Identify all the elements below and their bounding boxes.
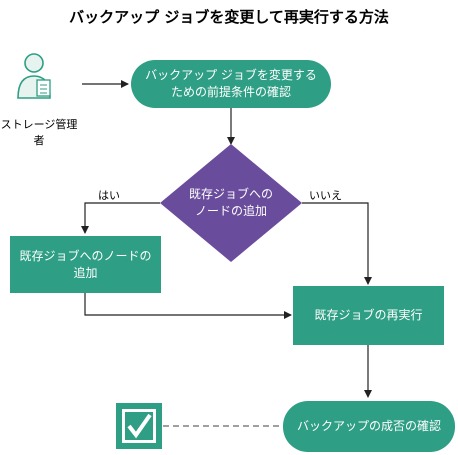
rerun-job-node [293,286,444,345]
page-title: バックアップ ジョブを変更して再実行する方法 [69,8,389,26]
edge-label-no: いいえ [309,189,342,202]
person-clipboard-icon [17,53,51,99]
verify-node-label: バックアップの成否の確認 [296,419,441,433]
add-nodes-node [10,236,161,293]
actor-label: ストレージ管理者 [0,118,78,147]
start-node-label: バックアップ ジョブを変更するための前提条件の確認 [145,68,317,99]
edge-decision-yes [81,202,160,234]
edge-decision-no [302,202,372,285]
verify-node [283,401,455,452]
edge-add-to-rerun [84,293,292,319]
rerun-job-node-label: 既存ジョブの再実行 [314,308,423,322]
checkbox-icon [116,403,162,449]
decision-node-label: 既存ジョブへのノードの追加 [188,187,273,218]
add-nodes-node-label: 既存ジョブへのノードの追加 [19,248,152,280]
decision-node [160,144,302,262]
start-node [131,60,331,108]
edge-label-yes: はい [98,189,120,202]
